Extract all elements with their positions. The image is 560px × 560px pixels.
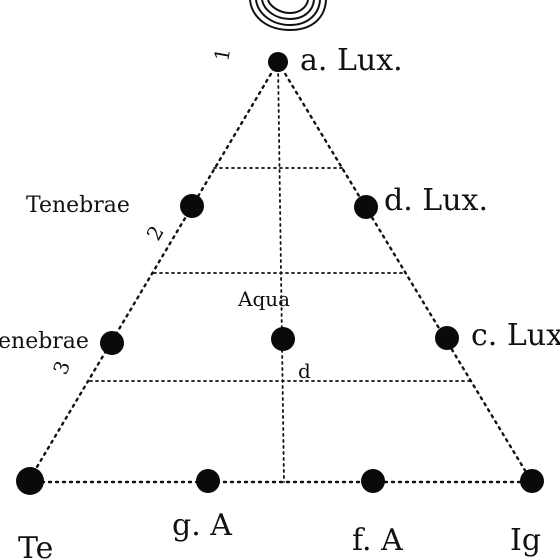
bottom-g-label: g. A xyxy=(172,508,232,543)
mark-d: d xyxy=(298,359,311,383)
triangle-left-edge xyxy=(26,60,280,484)
right-middle-label: c. Lux xyxy=(471,318,560,353)
apex-label: a. Lux. xyxy=(300,43,403,78)
cloud-icon xyxy=(249,0,327,32)
left-middle-label: enebrae xyxy=(0,329,89,354)
triangle-right-edge xyxy=(276,60,534,484)
right-middle-dot xyxy=(435,326,459,350)
base-g-dot xyxy=(196,469,220,493)
right-upper-dot xyxy=(354,195,378,219)
center-label: Aqua xyxy=(237,287,290,311)
apex-dot xyxy=(268,52,288,72)
left-upper-label: Tenebrae xyxy=(26,193,130,218)
base-right-dot xyxy=(520,469,544,493)
center-dot xyxy=(271,327,295,351)
left-upper-dot xyxy=(180,194,204,218)
numeral-2-mark: 2 xyxy=(142,221,169,244)
base-f-dot xyxy=(361,469,385,493)
bottom-left-partial-label: Te xyxy=(18,531,53,560)
right-upper-label: d. Lux. xyxy=(384,183,488,218)
left-middle-dot xyxy=(100,331,124,355)
marginal-1-mark: 1 xyxy=(209,46,235,63)
base-left-dot xyxy=(16,467,44,495)
vertical-center-line xyxy=(277,61,285,483)
bottom-f-label: f. A xyxy=(352,523,403,558)
bottom-right-partial-label: Ig xyxy=(510,523,541,558)
numeral-3-mark: 3 xyxy=(48,358,75,378)
